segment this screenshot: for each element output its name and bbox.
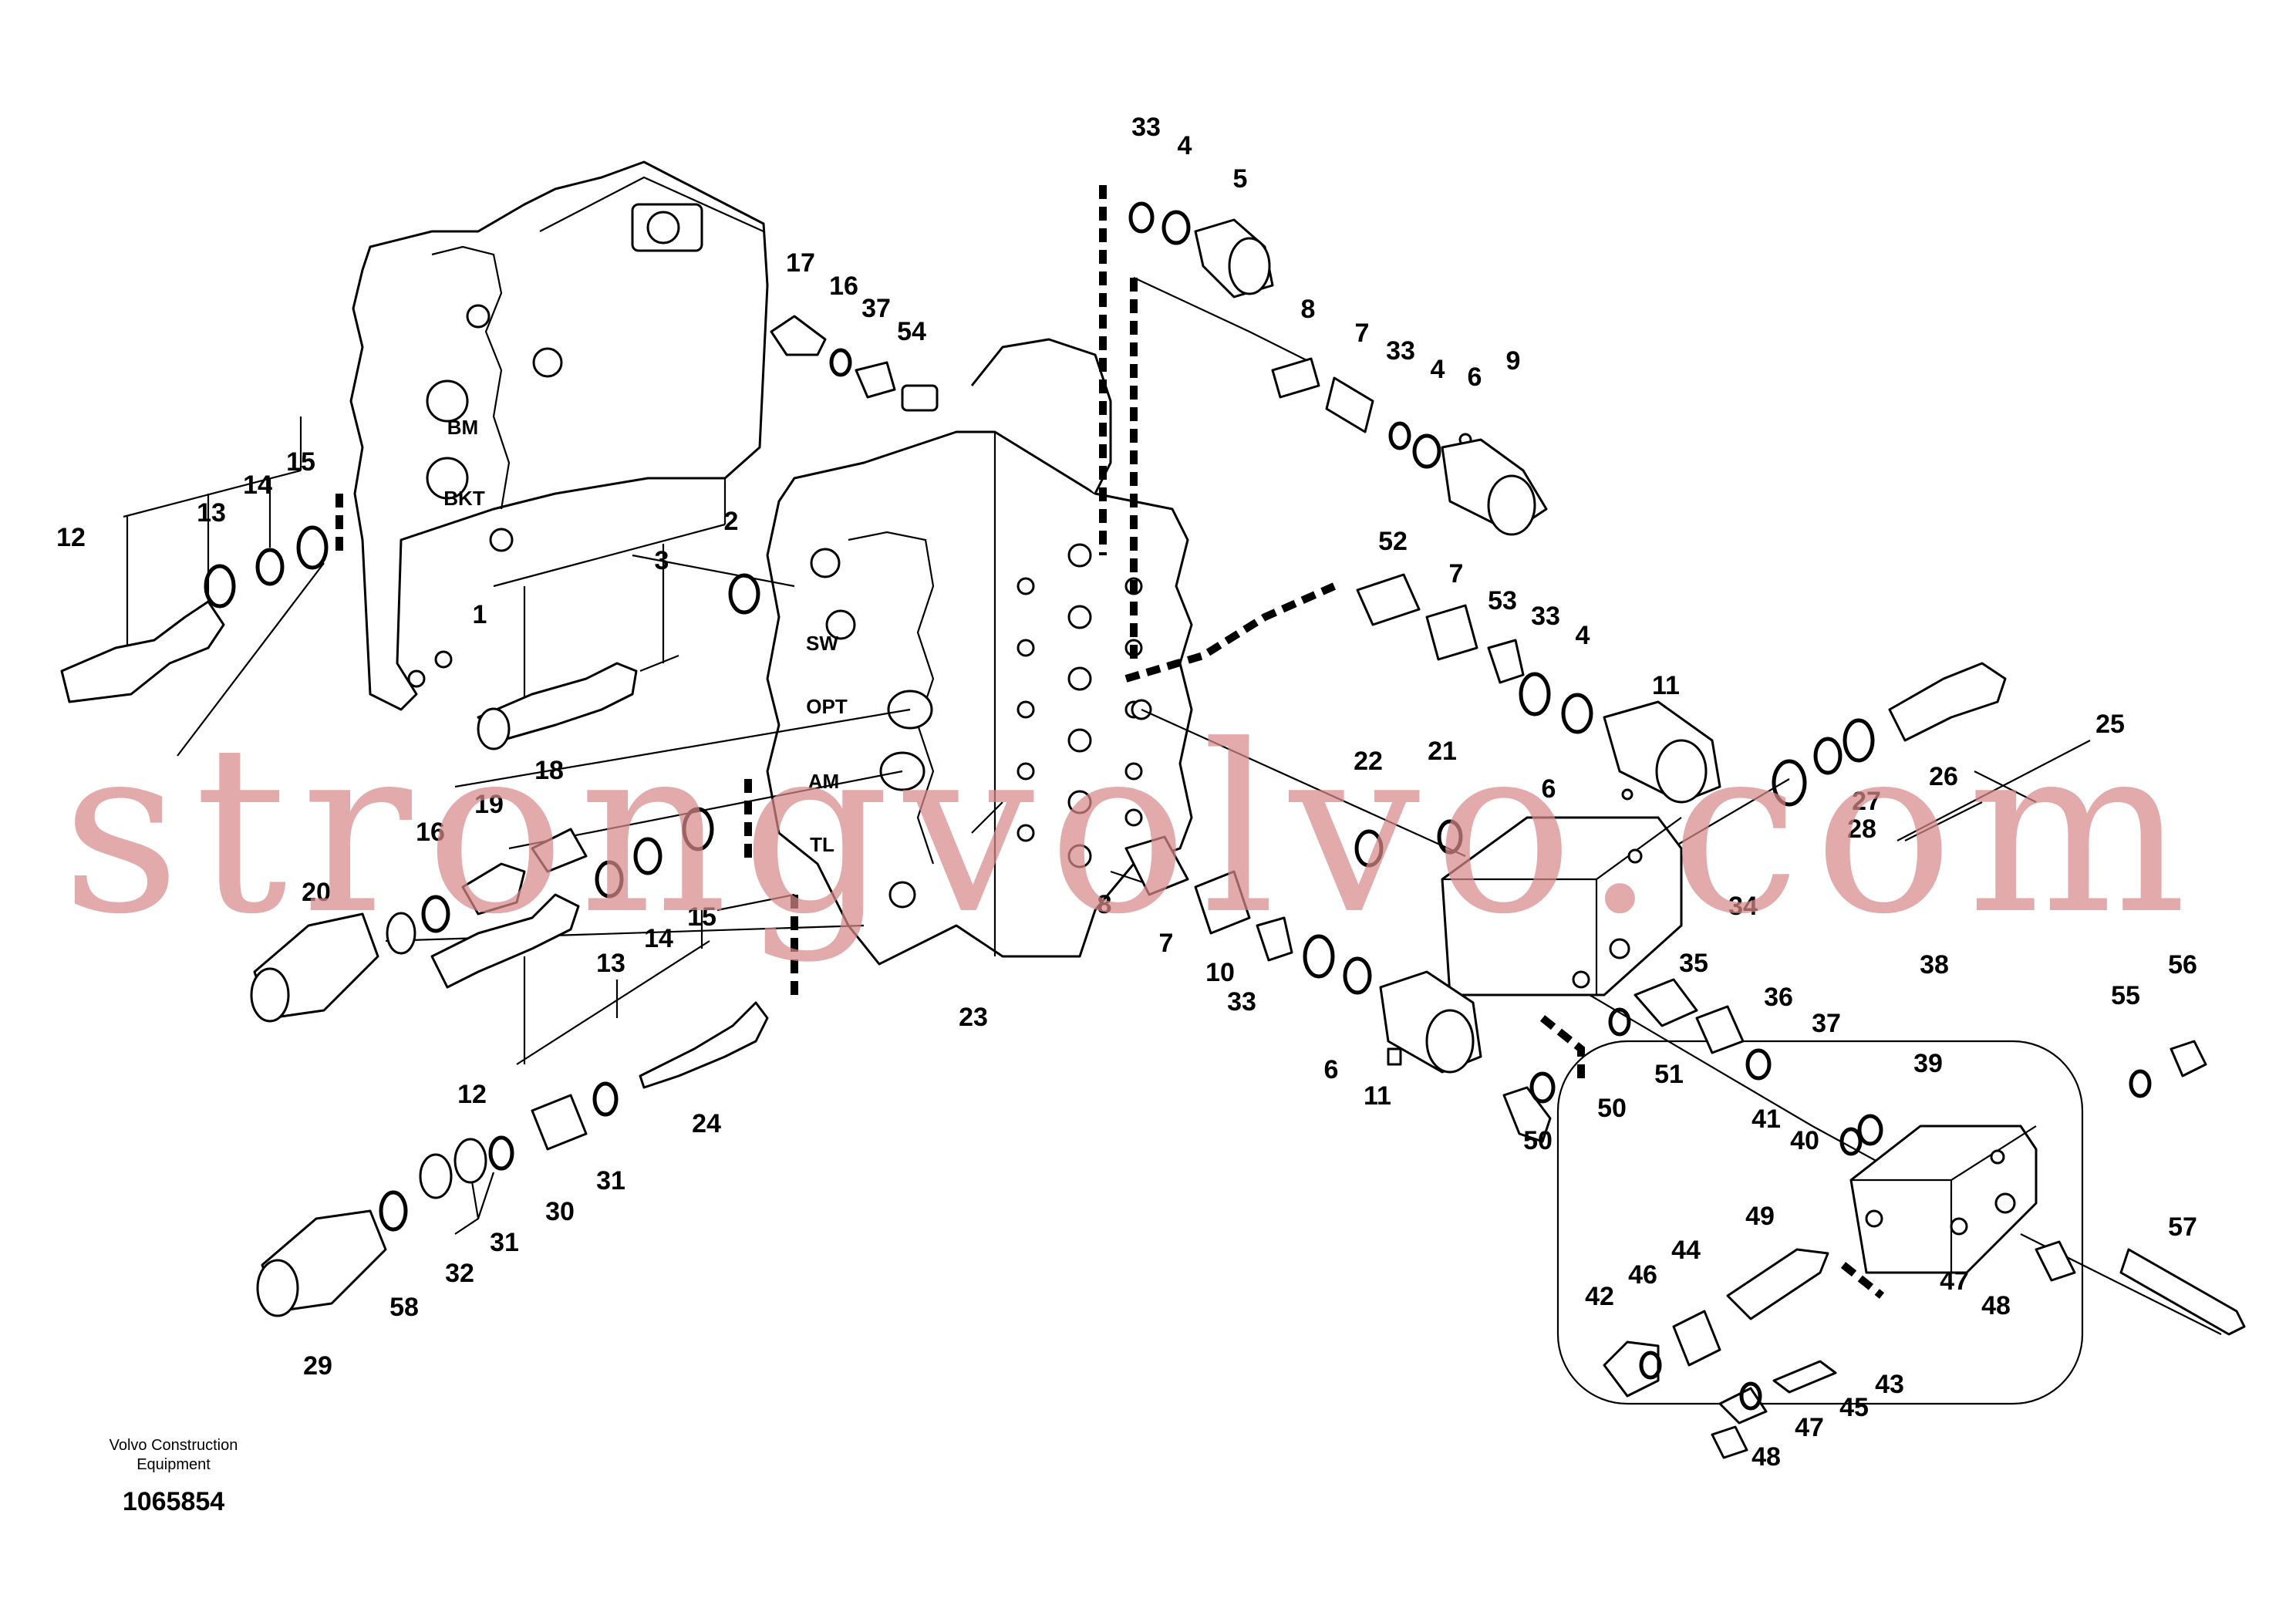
callout-labels: 1 2 3 33 4 5 8 7 33 4 6 9 17 16 37 54 12… bbox=[56, 113, 2197, 1472]
callout-43: 43 bbox=[1875, 1370, 1904, 1399]
callout-5: 5 bbox=[1233, 164, 1248, 194]
callout-47-right: 47 bbox=[1940, 1266, 1969, 1296]
callout-17: 17 bbox=[786, 248, 815, 278]
port-label-bm: BM bbox=[447, 416, 478, 439]
drawing-caption: Volvo Construction Equipment 1065854 bbox=[110, 1437, 238, 1516]
callout-20: 20 bbox=[302, 878, 331, 907]
callout-4-right: 4 bbox=[1576, 621, 1590, 650]
port-label-bkt: BKT bbox=[443, 487, 485, 510]
callout-52: 52 bbox=[1378, 527, 1408, 556]
callout-58: 58 bbox=[389, 1293, 419, 1322]
callout-56: 56 bbox=[2168, 950, 2197, 980]
dashed-assembly-paths bbox=[335, 185, 1885, 1299]
callout-46: 46 bbox=[1628, 1260, 1657, 1290]
callout-7-top: 7 bbox=[1355, 319, 1370, 348]
callout-51: 51 bbox=[1654, 1060, 1684, 1089]
callout-32: 32 bbox=[445, 1259, 474, 1288]
callout-33-right: 33 bbox=[1531, 602, 1560, 631]
callout-18: 18 bbox=[534, 756, 564, 785]
callout-25: 25 bbox=[2095, 710, 2125, 739]
callout-34: 34 bbox=[1728, 892, 1758, 921]
callout-9: 9 bbox=[1506, 346, 1521, 376]
callout-10: 10 bbox=[1205, 958, 1235, 987]
callout-36: 36 bbox=[1764, 983, 1793, 1012]
callout-27: 27 bbox=[1852, 787, 1881, 816]
callout-14-lower: 14 bbox=[644, 924, 673, 953]
callout-40: 40 bbox=[1790, 1126, 1819, 1155]
callout-15-upper: 15 bbox=[286, 447, 315, 477]
callout-31-left: 31 bbox=[490, 1228, 519, 1257]
assembly-lines bbox=[177, 277, 2222, 1335]
drawing-number: 1065854 bbox=[123, 1487, 224, 1516]
callout-21: 21 bbox=[1428, 737, 1457, 766]
callout-26: 26 bbox=[1929, 762, 1958, 791]
callout-14-upper: 14 bbox=[243, 470, 272, 500]
callout-23: 23 bbox=[959, 1003, 988, 1032]
callout-41: 41 bbox=[1752, 1104, 1781, 1134]
callout-8-lower: 8 bbox=[1097, 890, 1112, 919]
callout-16-top: 16 bbox=[829, 271, 858, 301]
watermark: strongvolvo.com bbox=[62, 696, 2200, 965]
callout-47-lower: 47 bbox=[1795, 1413, 1824, 1442]
callout-57: 57 bbox=[2168, 1212, 2197, 1242]
callout-28: 28 bbox=[1847, 814, 1876, 844]
callout-50-upper: 50 bbox=[1597, 1094, 1627, 1123]
solenoid-block-34 bbox=[1441, 816, 1683, 996]
callout-55: 55 bbox=[2111, 981, 2140, 1010]
callout-16-lower: 16 bbox=[416, 818, 445, 847]
callout-44: 44 bbox=[1671, 1236, 1701, 1265]
port-label-tl: TL bbox=[810, 833, 834, 856]
callout-49: 49 bbox=[1745, 1202, 1775, 1231]
callout-8-top: 8 bbox=[1301, 295, 1316, 324]
callout-53: 53 bbox=[1488, 586, 1517, 615]
callout-6-lower: 6 bbox=[1324, 1055, 1339, 1084]
callout-37-top: 37 bbox=[861, 294, 891, 323]
callout-4-mid: 4 bbox=[1431, 355, 1445, 384]
callout-1: 1 bbox=[473, 600, 487, 629]
callout-24: 24 bbox=[692, 1109, 721, 1138]
callout-33-top: 33 bbox=[1131, 113, 1161, 142]
callout-42: 42 bbox=[1585, 1282, 1614, 1311]
callout-39: 39 bbox=[1913, 1049, 1943, 1078]
caption-line-1: Volvo Construction bbox=[110, 1437, 238, 1454]
callout-13-upper: 13 bbox=[197, 498, 226, 528]
caption-line-2: Equipment bbox=[137, 1456, 211, 1473]
callout-37-right: 37 bbox=[1812, 1009, 1841, 1038]
callout-50-lower: 50 bbox=[1523, 1126, 1553, 1155]
port-label-opt: OPT bbox=[806, 695, 848, 718]
callout-7-lower: 7 bbox=[1159, 929, 1174, 958]
callout-7-mid: 7 bbox=[1449, 559, 1464, 588]
callout-31-right: 31 bbox=[596, 1166, 625, 1195]
valve-block-39 bbox=[1849, 1125, 2038, 1274]
callout-19: 19 bbox=[474, 790, 504, 819]
callout-13-lower: 13 bbox=[596, 949, 625, 978]
callout-3: 3 bbox=[655, 546, 669, 575]
callout-45: 45 bbox=[1839, 1393, 1869, 1422]
left-valve-body: BM BKT bbox=[349, 160, 769, 711]
callout-22: 22 bbox=[1354, 747, 1383, 776]
callout-6-right: 6 bbox=[1542, 774, 1556, 804]
callout-12-upper: 12 bbox=[56, 523, 86, 552]
callout-brackets bbox=[123, 416, 2091, 1405]
callout-33-lower: 33 bbox=[1227, 987, 1256, 1017]
callout-4-top: 4 bbox=[1178, 131, 1192, 160]
callout-48-right: 48 bbox=[1981, 1291, 2011, 1320]
callout-11-lower: 11 bbox=[1364, 1081, 1391, 1111]
callout-48-lower: 48 bbox=[1752, 1442, 1781, 1472]
callout-11-right: 11 bbox=[1652, 671, 1680, 700]
callout-33-mid: 33 bbox=[1386, 336, 1415, 366]
callout-38: 38 bbox=[1920, 950, 1949, 980]
callout-12-lower: 12 bbox=[457, 1080, 487, 1109]
callout-29: 29 bbox=[303, 1351, 332, 1381]
callout-6-top: 6 bbox=[1468, 363, 1482, 392]
callout-15-lower: 15 bbox=[687, 902, 716, 932]
callout-35: 35 bbox=[1679, 949, 1708, 978]
callout-30: 30 bbox=[545, 1197, 575, 1226]
port-label-sw: SW bbox=[806, 632, 838, 655]
callout-2: 2 bbox=[724, 507, 739, 536]
small-parts bbox=[60, 201, 2246, 1459]
callout-54: 54 bbox=[897, 317, 926, 346]
